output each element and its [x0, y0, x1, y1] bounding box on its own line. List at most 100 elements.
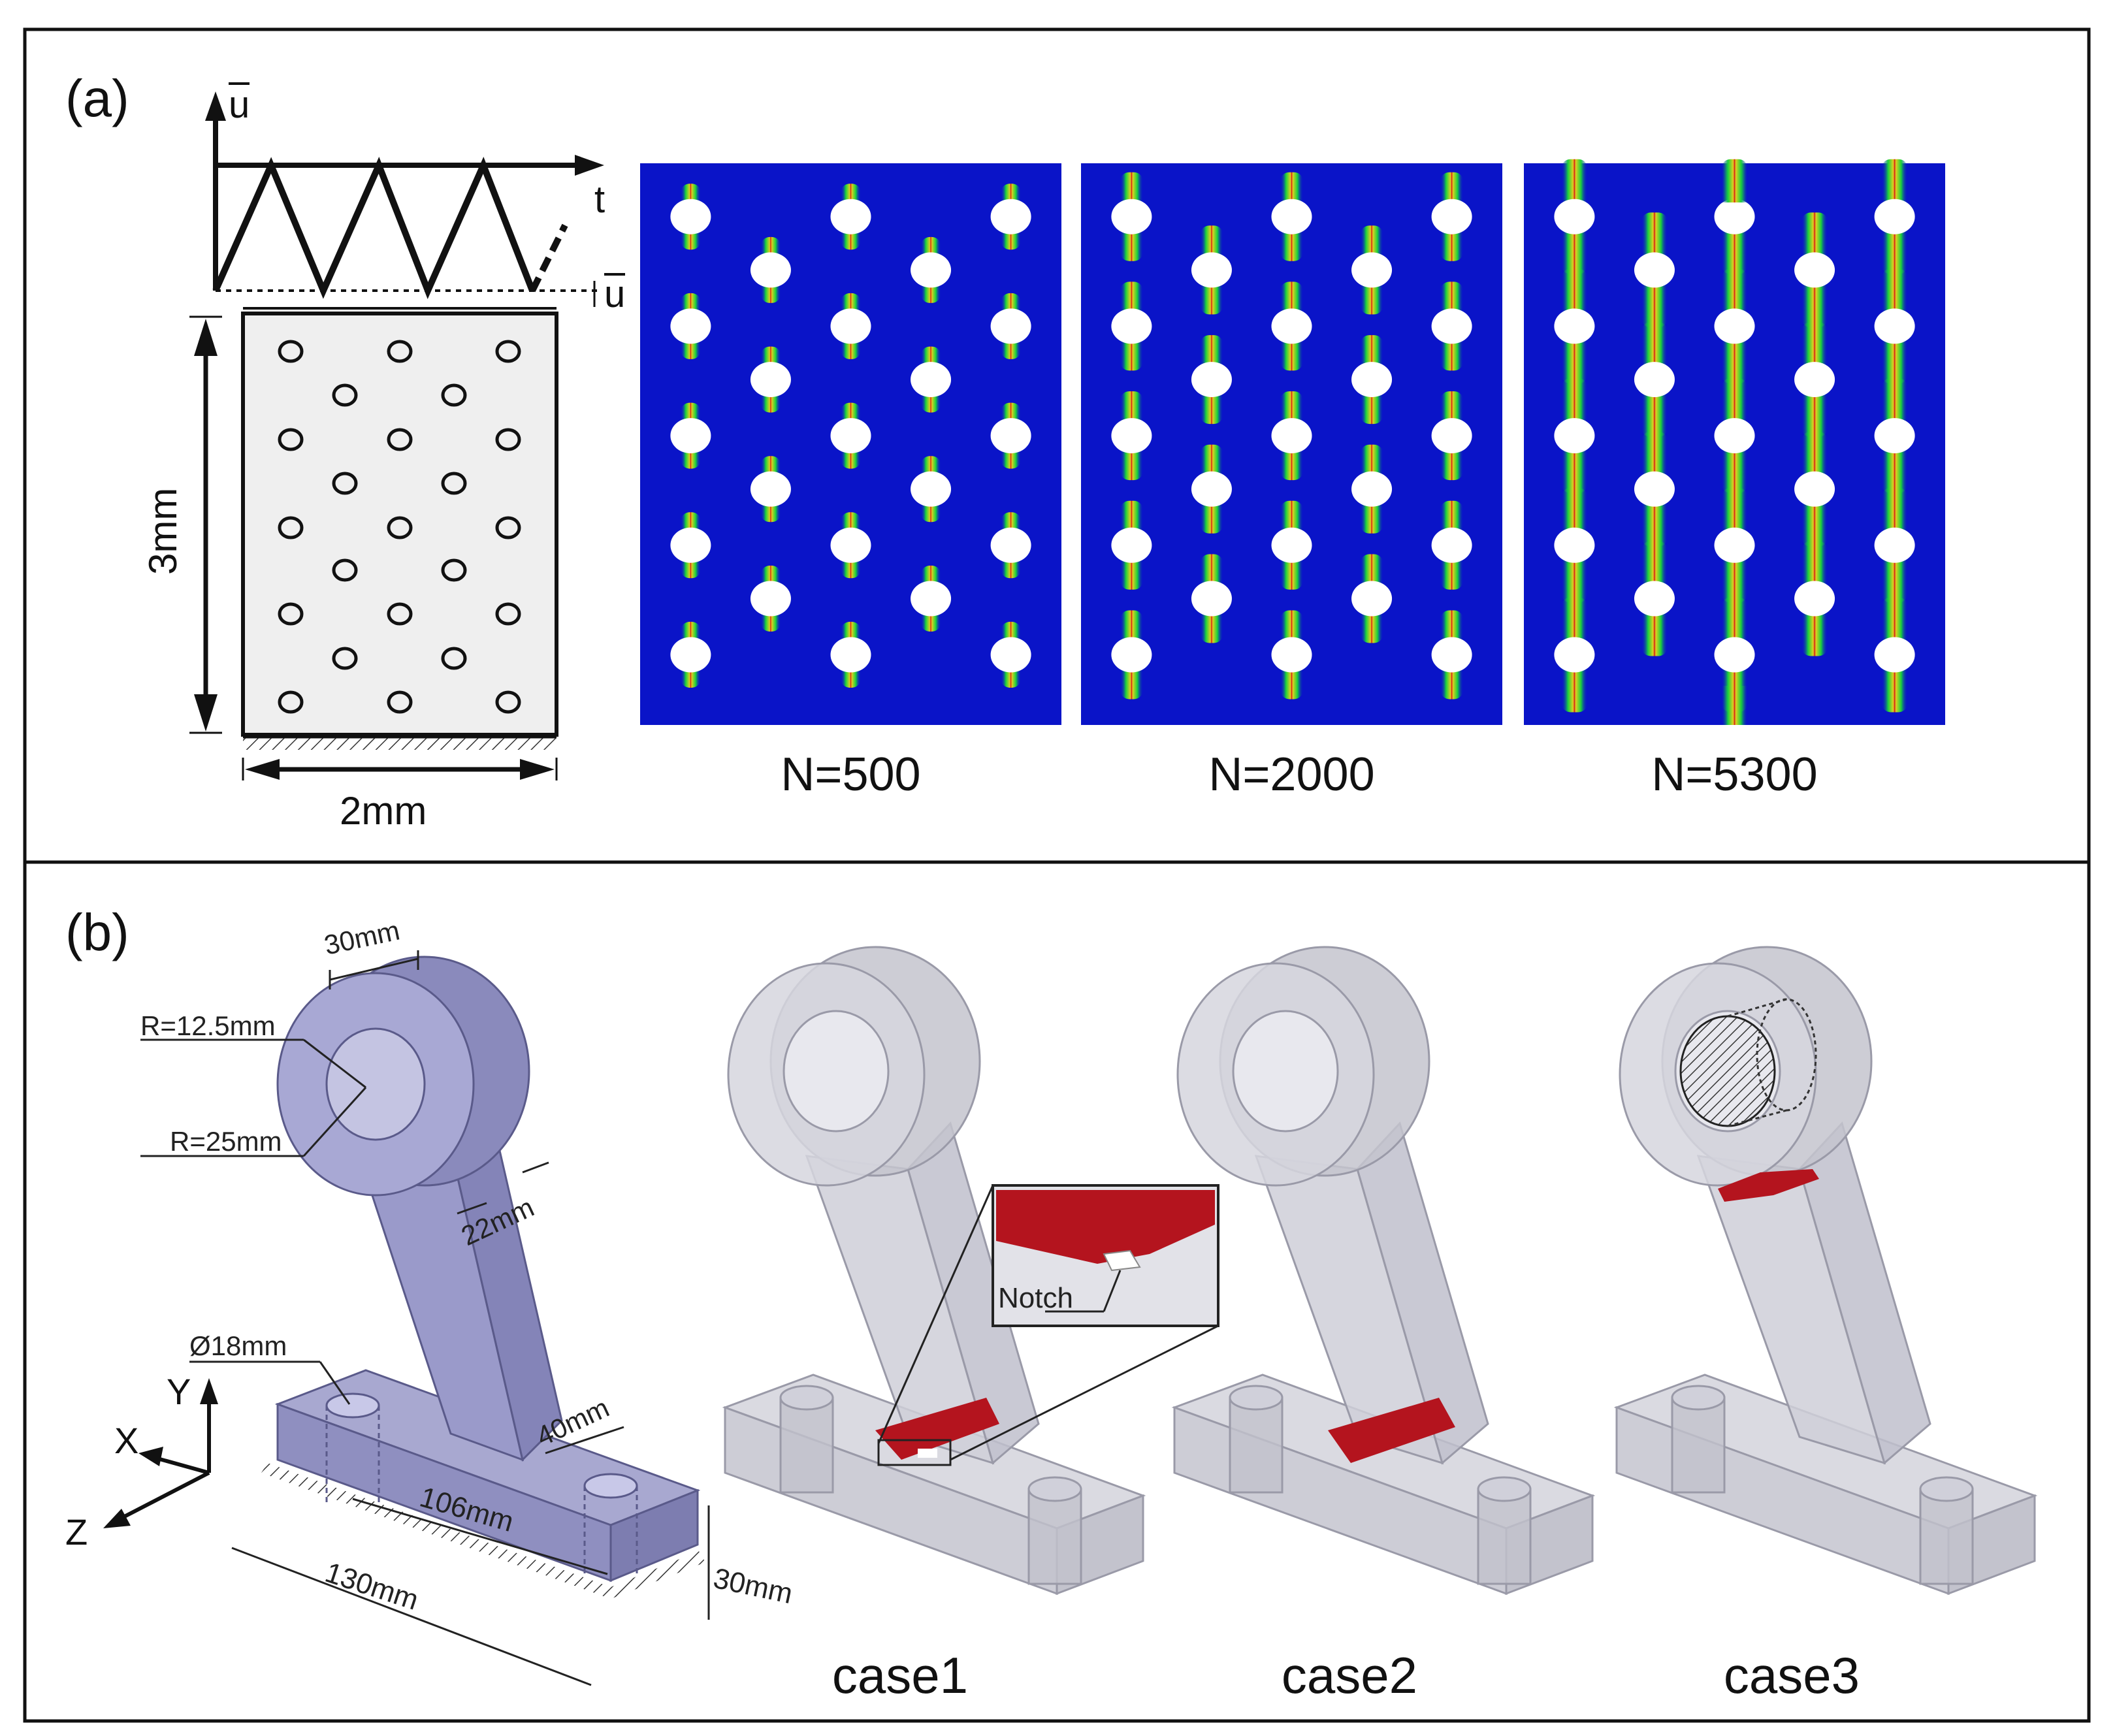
snapshot-hole: [750, 471, 791, 507]
snapshot-hole: [1714, 418, 1755, 454]
u-axis-label: u: [229, 84, 250, 126]
snapshot-hole: [911, 362, 952, 398]
inset-leader-bottom: [950, 1325, 1219, 1461]
outer-frame: [23, 27, 2091, 1723]
snapshot-hole: [830, 637, 871, 673]
dim-inner-radius: R=12.5mm: [140, 1010, 276, 1041]
snapshot-hole: [1351, 362, 1393, 398]
ghost-ring-bore: [783, 1010, 890, 1133]
crack-region: [1328, 1398, 1455, 1463]
snapshot-hole: [1111, 637, 1152, 673]
snapshot-hole: [1634, 252, 1675, 288]
snapshot-hole: [1554, 637, 1595, 673]
specimen-hole: [278, 340, 304, 363]
through-crack: [1721, 686, 1748, 725]
snapshot-hole: [1794, 252, 1835, 288]
bore-edge: [1727, 1109, 1787, 1127]
specimen-hole: [387, 340, 413, 363]
neg-u-label: u: [604, 273, 625, 315]
snapshot-hole: [1271, 418, 1312, 454]
specimen-hole: [387, 690, 413, 714]
ghost-bolt-hole-top: [1477, 1476, 1532, 1502]
snapshot-hole: [1111, 308, 1152, 344]
snapshot-hole: [911, 471, 952, 507]
crack-region: [875, 1398, 999, 1460]
snapshot-hole: [670, 527, 711, 563]
bracket-solid: [261, 956, 705, 1599]
snapshot-hole: [1191, 362, 1232, 398]
case-model-3: case3: [1613, 946, 2038, 1704]
snapshot-hole: [670, 308, 711, 344]
ghost-bolt-hole: [1919, 1488, 1974, 1585]
snapshot-hole: [1431, 308, 1472, 344]
panel-a: (a) u t u: [65, 69, 1945, 833]
snapshot-hole: [1191, 471, 1232, 507]
inset-source-box: [877, 1439, 952, 1466]
inset-leader-top: [877, 1185, 994, 1444]
snapshot-hole: [990, 637, 1031, 673]
snapshot-hole: [670, 418, 711, 454]
ghost-bolt-hole-top: [1027, 1476, 1082, 1502]
ghost-bolt-hole: [1229, 1396, 1284, 1494]
specimen-hole: [278, 516, 304, 539]
panel-a-label: (a): [65, 69, 129, 127]
snapshot-hole: [911, 581, 952, 617]
snapshot-hole: [1874, 527, 1915, 563]
specimen-hole: [332, 383, 358, 407]
snapshot-hole: [830, 418, 871, 454]
height-dimension: [189, 315, 222, 734]
base-side: [609, 1488, 699, 1583]
ghost-bolt-hole-top: [1671, 1385, 1726, 1411]
axis-x-label: X: [114, 1420, 138, 1461]
panel-b: (b): [65, 903, 2038, 1704]
width-dim-label: 2mm: [340, 789, 427, 833]
ghost-ring-bore: [1232, 1010, 1339, 1133]
snapshot-caption: N=2000: [1208, 748, 1374, 801]
ghost-bolt-hole: [1477, 1488, 1532, 1585]
specimen-hole: [387, 602, 413, 626]
snapshot-hole: [1874, 418, 1915, 454]
specimen-hole: [495, 690, 521, 714]
loading-surface: [1679, 1015, 1776, 1127]
t-axis-arrow: [575, 155, 604, 176]
dim-outer-radius: R=25mm: [170, 1126, 282, 1157]
snapshot-hole: [990, 308, 1031, 344]
specimen-hole: [332, 558, 358, 582]
specimen-plate: [241, 312, 558, 737]
case-caption: case2: [1282, 1647, 1417, 1704]
snapshot-hole: [1271, 637, 1312, 673]
snapshot-2: N=2000: [1081, 163, 1502, 801]
bolt-hole-left: [325, 1392, 380, 1419]
snapshot-hole: [1874, 308, 1915, 344]
specimen-hole: [278, 602, 304, 626]
specimen-hole: [332, 472, 358, 495]
specimen-hole: [387, 428, 413, 451]
snapshot-hole: [1714, 637, 1755, 673]
snapshot-hole: [1714, 308, 1755, 344]
t-axis-label: t: [594, 178, 605, 221]
ghost-bolt-hole: [779, 1396, 834, 1494]
snapshot-hole: [1634, 581, 1675, 617]
snapshot-hole: [1794, 581, 1835, 617]
snapshot-hole: [1554, 527, 1595, 563]
snapshot-hole: [830, 527, 871, 563]
specimen-hole: [495, 428, 521, 451]
bore-back: [1756, 998, 1817, 1112]
notch-inset: Notch: [877, 1184, 1219, 1466]
snapshot-hole: [750, 362, 791, 398]
snapshot-hole: [1191, 252, 1232, 288]
specimen: [241, 307, 558, 750]
ground-hatch: [243, 737, 557, 750]
dim-bolt-hole: Ø18mm: [189, 1330, 287, 1361]
specimen-hole: [495, 340, 521, 363]
snapshot-hole: [1271, 308, 1312, 344]
specimen-hole: [441, 383, 467, 407]
snapshot-hole: [1351, 471, 1393, 507]
case-model-2: case2: [1171, 946, 1596, 1704]
axis-z-label: Z: [65, 1511, 88, 1552]
specimen-hole: [495, 516, 521, 539]
snapshot-hole: [1714, 199, 1755, 234]
snapshot-hole: [1111, 418, 1152, 454]
